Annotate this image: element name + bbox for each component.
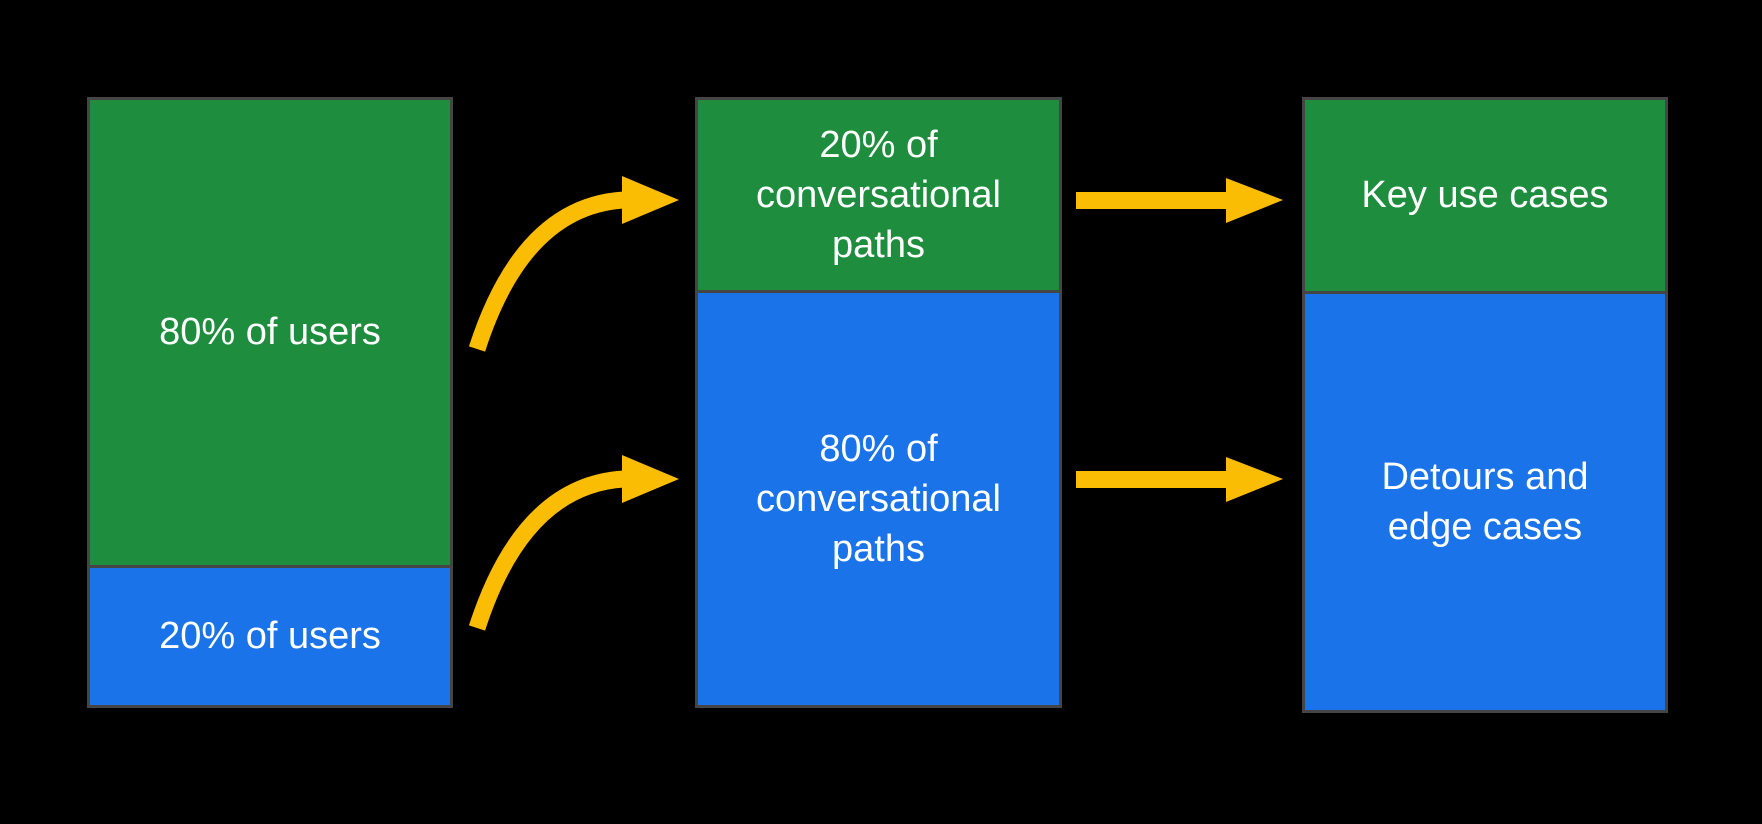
arrowhead-icon xyxy=(1226,178,1283,223)
curved-arrow-shaft xyxy=(468,191,625,352)
straight-arrow-paths80-to-detours xyxy=(1076,457,1283,502)
bar-users: 80% of users 20% of users xyxy=(87,97,453,708)
segment-paths-20-label: 20% of conversational paths xyxy=(755,123,1002,266)
segment-detours-edge-cases-label: Detours and edge cases xyxy=(1381,455,1589,548)
segment-users-80-label: 80% of users xyxy=(159,311,381,354)
segment-detours-edge-cases: Detours and edge cases xyxy=(1305,290,1665,710)
curved-arrow-shaft xyxy=(468,470,625,631)
straight-arrow-paths20-to-key-use-cases xyxy=(1076,178,1283,223)
curved-arrow-users80-to-paths20 xyxy=(468,176,679,352)
segment-users-80: 80% of users xyxy=(90,100,450,565)
segment-paths-80: 80% of conversational paths xyxy=(698,289,1059,705)
straight-arrow-shaft xyxy=(1076,192,1228,209)
segment-key-use-cases-label: Key use cases xyxy=(1361,174,1609,217)
curved-arrow-users20-to-paths80 xyxy=(468,455,679,631)
segment-users-20-label: 20% of users xyxy=(159,615,381,658)
bar-conversational-paths: 20% of conversational paths 80% of conve… xyxy=(695,97,1062,708)
segment-key-use-cases: Key use cases xyxy=(1305,100,1665,291)
segment-paths-20: 20% of conversational paths xyxy=(698,100,1059,290)
arrowhead-icon xyxy=(622,455,679,503)
straight-arrow-shaft xyxy=(1076,471,1228,488)
bar-outcomes: Key use cases Detours and edge cases xyxy=(1302,97,1668,713)
arrowhead-icon xyxy=(622,176,679,224)
segment-users-20: 20% of users xyxy=(90,564,450,705)
segment-paths-80-label: 80% of conversational paths xyxy=(755,427,1002,570)
arrowhead-icon xyxy=(1226,457,1283,502)
